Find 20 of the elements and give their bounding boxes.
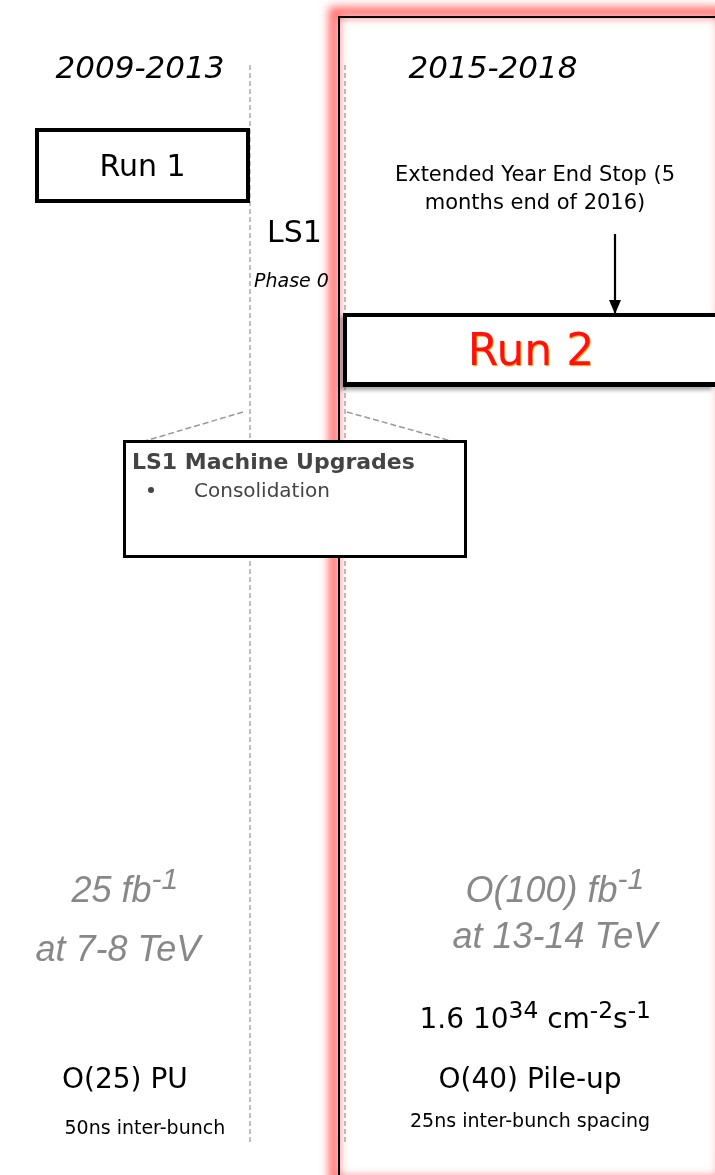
peak-luminosity-label: 1.6 10$^{34}$ cm$^{-2}$s$^{-1}$ [419, 997, 651, 1036]
pileup-label: O(25) PU [62, 1063, 188, 1096]
annotation-text: Extended Year End Stop (5 months end of 2016) [380, 160, 690, 234]
run-box: Run 2 [343, 313, 715, 387]
luminosity-label: 25 fb$^{-1}$ [71, 862, 179, 911]
bunch-spacing-label: 25ns inter-bunch spacing [410, 1110, 651, 1132]
period-label: 2015-2018 [408, 50, 578, 86]
box-heading: LS1 Machine Upgrades [132, 449, 415, 474]
upgrades-box [123, 440, 467, 558]
phase-label: Phase 0 [254, 270, 329, 292]
energy-label: at 7-8 TeV [35, 928, 201, 970]
run-box: Run 1 [35, 128, 250, 203]
period-label: 2009-2013 [55, 50, 225, 86]
bullet-item: Consolidation [194, 478, 330, 502]
pileup-label: O(40) Pile-up [438, 1063, 622, 1096]
bunch-spacing-label: 50ns inter-bunch [64, 1117, 226, 1139]
luminosity-label: O(100) fb$^{-1}$ [465, 862, 645, 911]
arrow [609, 234, 621, 314]
shutdown-label: LS1 [267, 215, 322, 250]
energy-label: at 13-14 TeV [452, 915, 658, 957]
